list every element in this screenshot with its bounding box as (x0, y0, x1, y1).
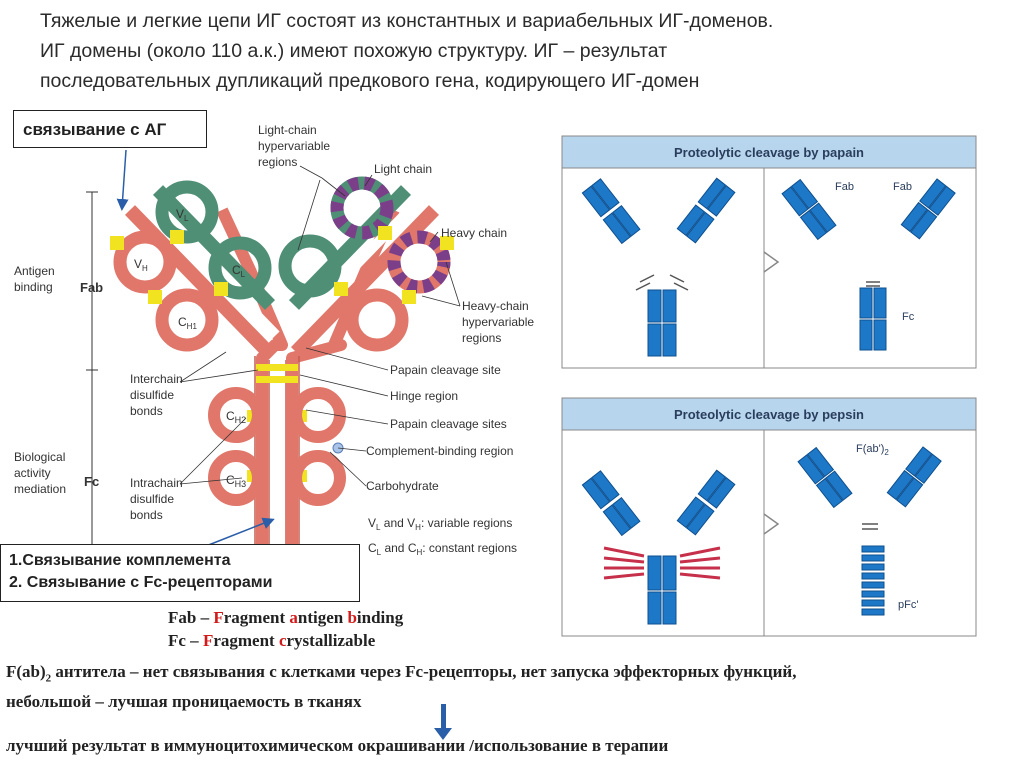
papain-panel: Proteolytic cleavage by papain Fab Fab F… (561, 135, 977, 369)
right-arm (278, 176, 454, 357)
label-intrachain-1: Intrachain (130, 476, 183, 490)
svg-text:CL: CL (232, 263, 246, 279)
svg-text:CH1: CH1 (178, 315, 197, 331)
note-line-2: небольшой – лучшая проницаемость в тканя… (6, 692, 362, 712)
label-hc-hyper-1: Heavy-chain (462, 299, 529, 313)
pepsin-title: Proteolytic cleavage by pepsin (674, 407, 864, 422)
svg-text:VL: VL (176, 207, 189, 223)
pepsin-panel: Proteolytic cleavage by pepsin F(ab')2 (561, 397, 977, 637)
label-variable-regions: VL and VH: variable regions (368, 516, 512, 532)
label-hc-hyper-2: hypervariable (462, 315, 534, 329)
svg-text:CH3: CH3 (226, 473, 246, 489)
fc-function-1: 1.Связывание комплемента (9, 552, 231, 569)
note-line-1: F(ab)2 антитела – нет связывания с клетк… (6, 662, 797, 685)
label-light-chain: Light chain (374, 162, 432, 176)
side-label-bio-2: activity (14, 466, 51, 480)
label-heavy-chain: Heavy chain (441, 226, 507, 240)
side-scale (86, 191, 98, 553)
hinge-disulfide-1 (256, 364, 298, 371)
papain-fc: Fc (902, 311, 915, 323)
label-hinge: Hinge region (390, 389, 458, 403)
label-papain-site: Papain cleavage site (390, 363, 501, 377)
antigen-arrow (116, 149, 129, 211)
result-text: лучший результат в иммуноцитохимическом … (6, 736, 669, 755)
label-interchain-2: disulfide (130, 388, 174, 402)
svg-text:CH2: CH2 (226, 409, 246, 425)
label-intrachain-3: bonds (130, 508, 163, 522)
svg-text:VH: VH (134, 257, 148, 273)
pepsin-fab2: F(ab')2 (856, 443, 889, 457)
label-lc-hyper-1: Light-chain (258, 123, 317, 137)
label-intrachain-2: disulfide (130, 492, 174, 506)
fc-domains (208, 387, 346, 506)
fc-function-2: 2. Связывание с Fc-рецепторами (9, 574, 273, 591)
down-arrow-icon (434, 704, 452, 740)
label-interchain-1: Interchain (130, 372, 183, 386)
label-carbohydrate: Carbohydrate (366, 479, 439, 493)
papain-fab-2: Fab (893, 181, 912, 193)
papain-title: Proteolytic cleavage by papain (674, 145, 864, 160)
header-line-2: ИГ домены (около 110 а.к.) имеют похожую… (40, 40, 668, 62)
header-line-1: Тяжелые и легкие цепи ИГ состоят из конс… (40, 10, 774, 32)
page-header: Тяжелые и легкие цепи ИГ состоят из конс… (40, 6, 1000, 96)
side-label-antigen-2: binding (14, 280, 53, 294)
label-constant-regions: CL and CH: constant regions (368, 541, 517, 557)
fc-label: Fc (84, 474, 99, 489)
heavy-chain-stem (216, 207, 400, 560)
fc-arrow (205, 517, 275, 547)
hinge-disulfide-2 (256, 376, 298, 383)
label-lc-hyper-2: hypervariable (258, 139, 330, 153)
side-label-bio-3: mediation (14, 482, 66, 496)
label-lc-hyper-3: regions (258, 155, 297, 169)
fab2-note: F(ab)2 антитела – нет связывания с клетк… (6, 660, 1016, 713)
header-line-3: последовательных дупликаций предкового г… (40, 70, 700, 92)
label-interchain-3: bonds (130, 404, 163, 418)
legend-fab: Fab – Fragment antigen binding (168, 608, 404, 627)
papain-fab-1: Fab (835, 181, 854, 193)
fc-functions-callout: 1.Связывание комплемента 2. Связывание с… (0, 544, 360, 602)
antigen-binding-callout: связывание с АГ (13, 110, 207, 148)
fragment-legend: Fab – Fragment antigen binding Fc – Frag… (168, 606, 403, 652)
fab-label: Fab (80, 280, 103, 295)
left-arm (110, 180, 280, 357)
side-label-bio-1: Biological (14, 450, 65, 464)
legend-fc: Fc – Fragment crystallizable (168, 631, 376, 650)
label-hc-hyper-3: regions (462, 331, 501, 345)
label-papain-sites: Papain cleavage sites (390, 417, 507, 431)
label-complement: Complement-binding region (366, 444, 513, 458)
side-label-antigen-1: Antigen (14, 264, 55, 278)
pepsin-pfc: pFc' (898, 599, 918, 611)
